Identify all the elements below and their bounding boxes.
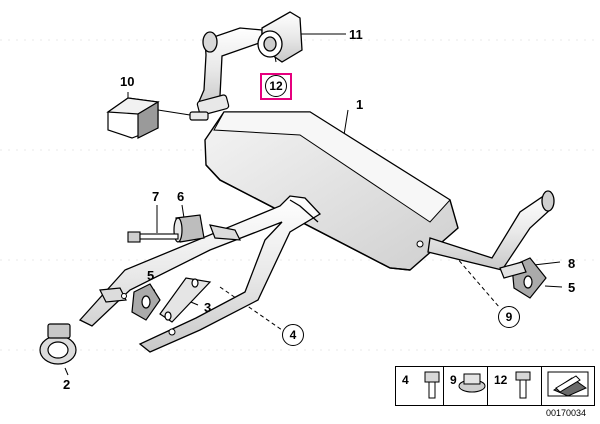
flange-nut-icon-9 — [458, 373, 486, 393]
rubber-mount-part-6 — [173, 214, 205, 243]
label-part-8[interactable]: 8 — [568, 256, 576, 271]
label-part-3[interactable]: 3 — [204, 300, 212, 315]
label-part-2[interactable]: 2 — [63, 377, 71, 392]
label-part-1[interactable]: 1 — [356, 97, 364, 112]
legend-cell-9[interactable]: 9 — [444, 367, 488, 405]
label-part-11[interactable]: 11 — [349, 27, 363, 42]
label-part-5-left[interactable]: 5 — [147, 268, 155, 283]
hardware-legend: 4 9 12 — [395, 366, 595, 406]
bracket-part-3 — [159, 277, 212, 323]
front-pipes — [78, 195, 322, 353]
arrow-icon — [547, 371, 589, 397]
legend-number: 9 — [450, 373, 457, 387]
clamp-upper — [189, 94, 230, 121]
bracket-part-8 — [499, 261, 527, 279]
rear-muffler-part-1 — [204, 111, 459, 271]
legend-number: 12 — [494, 373, 508, 387]
legend-cell-12[interactable]: 12 — [488, 367, 542, 405]
upper-tailpipe — [197, 27, 263, 109]
circle-label-part-12[interactable]: 12 — [265, 75, 287, 97]
label-part-10[interactable]: 10 — [120, 74, 135, 89]
circle-label-part-9[interactable]: 9 — [498, 306, 520, 328]
highlight-part-12 — [260, 73, 292, 100]
label-part-6[interactable]: 6 — [177, 189, 185, 204]
legend-number: 4 — [402, 373, 409, 387]
tailpipe-tip-part-11 — [257, 11, 303, 63]
legend-cell-4[interactable]: 4 — [396, 367, 444, 405]
label-part-5-right[interactable]: 5 — [568, 280, 576, 295]
circle-label-part-4[interactable]: 4 — [282, 324, 304, 346]
clamp-part-2 — [39, 323, 77, 365]
hanger-rubber-part-5-left — [131, 283, 161, 321]
label-part-7[interactable]: 7 — [152, 189, 160, 204]
screw-icon-12 — [515, 371, 531, 399]
rear-outlet-pipe — [427, 190, 555, 271]
damper-block-part-10 — [106, 97, 160, 139]
small-fasteners — [121, 240, 424, 336]
bolt-part-7 — [127, 231, 179, 243]
nut-bolt-icon-4 — [424, 371, 440, 399]
legend-cell-arrow — [542, 367, 594, 405]
legend-icons — [424, 371, 589, 399]
diagram-id: 00170034 — [546, 408, 587, 418]
hanger-brackets — [99, 224, 242, 303]
